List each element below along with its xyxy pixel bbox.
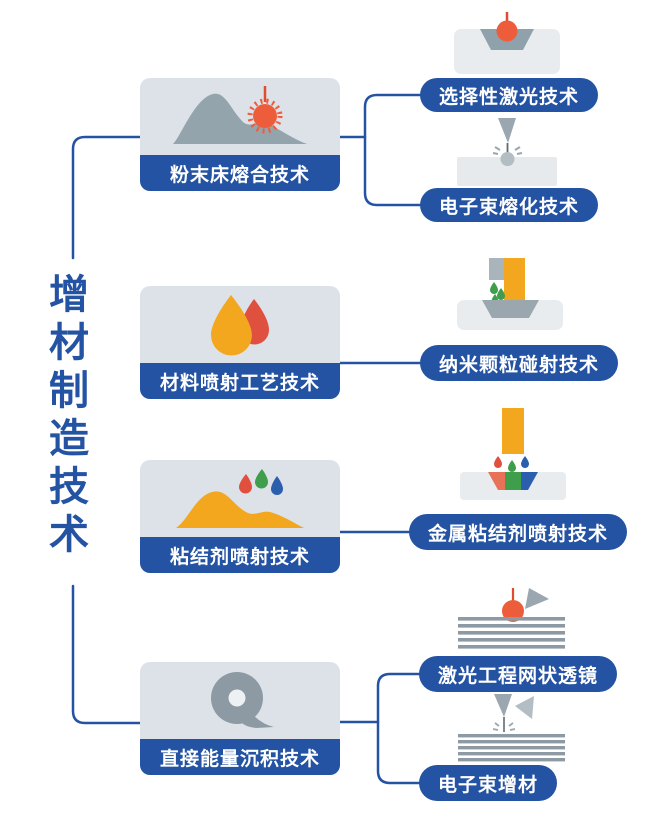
- branch-label: 粘结剂喷射技术: [140, 537, 340, 573]
- powder-mound-droplets-icon: [140, 460, 340, 537]
- spine-top-line: [71, 135, 142, 260]
- sub-node-laser-engineered-net-shaping: 激光工程网状透镜: [419, 656, 618, 692]
- electron-beam-layers-icon: [454, 694, 569, 762]
- branch-card-binder-jetting: 粘结剂喷射技术: [140, 460, 340, 573]
- branch4-fork-line: [376, 672, 422, 785]
- spine-bottom-line: [71, 584, 142, 725]
- branch-card-direct-energy-deposition: 直接能量沉积技术: [140, 662, 340, 775]
- material-droplets-icon: [140, 286, 340, 363]
- laser-melt-pool-icon: [452, 12, 562, 76]
- sub-node-selective-laser: 选择性激光技术: [420, 78, 599, 112]
- nano-jet-printhead-icon: [455, 256, 565, 332]
- sub-node-electron-beam-additive: 电子束增材: [419, 765, 558, 801]
- branch-card-material-jetting: 材料喷射工艺技术: [140, 286, 340, 399]
- sub-node-electron-beam-melting: 电子束熔化技术: [420, 188, 599, 222]
- laser-cladding-layers-icon: [454, 586, 569, 654]
- sub-node-nanoparticle-jetting: 纳米颗粒碰射技术: [420, 345, 619, 381]
- branch-label: 直接能量沉积技术: [140, 739, 340, 775]
- branch1-fork-line: [363, 93, 422, 207]
- electron-beam-nozzle-icon: [452, 118, 562, 188]
- branch-label: 粉末床熔合技术: [140, 155, 340, 191]
- binder-printhead-icon: [458, 408, 568, 502]
- wire-spool-icon: [140, 662, 340, 739]
- branch-card-powder-bed-fusion: 粉末床熔合技术: [140, 78, 340, 191]
- root-title: 增材制造技术: [49, 273, 89, 557]
- sub-node-metal-binder-jetting: 金属粘结剂喷射技术: [409, 514, 628, 550]
- branch-label: 材料喷射工艺技术: [140, 363, 340, 399]
- powder-mound-laser-icon: [140, 78, 340, 155]
